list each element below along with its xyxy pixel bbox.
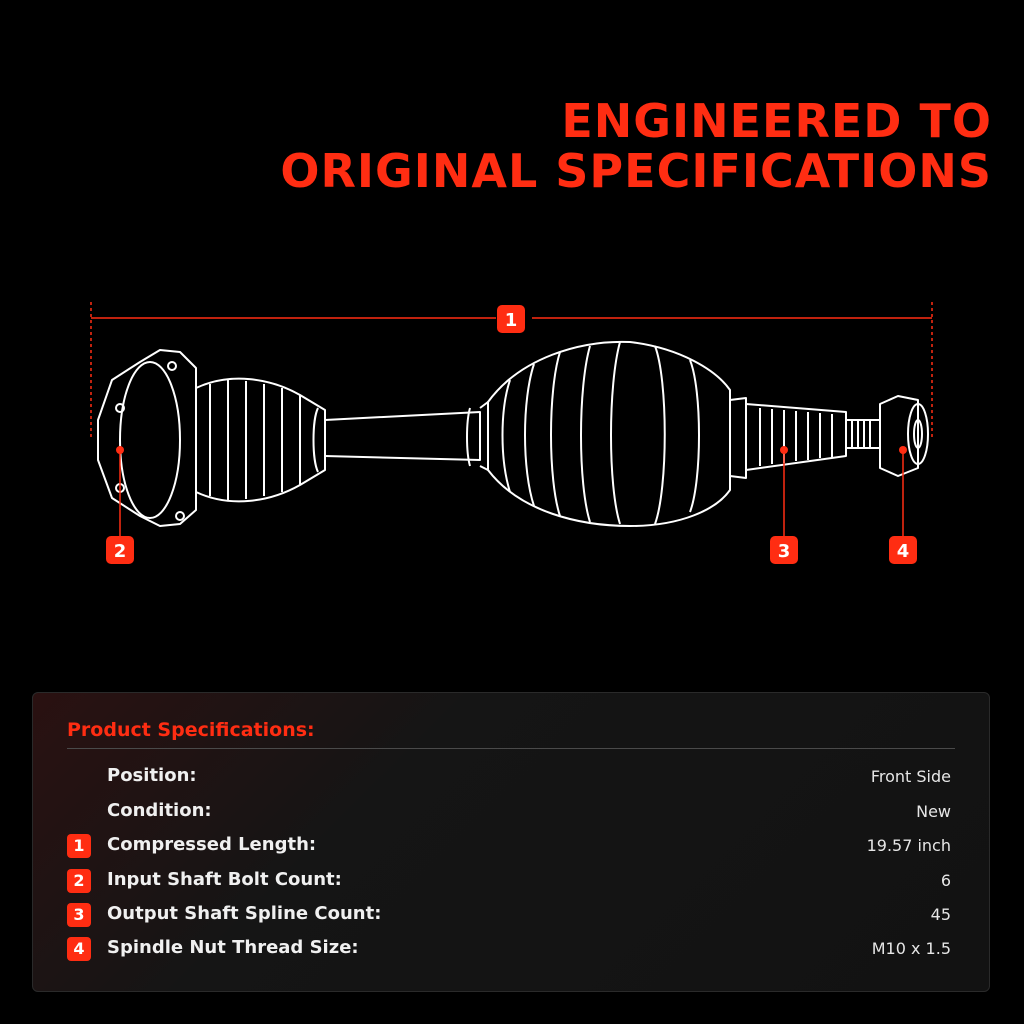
divider [67, 748, 955, 749]
spec-label: Spindle Nut Thread Size: [107, 937, 359, 958]
spec-row-condition: Condition: New [67, 798, 951, 828]
callout-3-text: 3 [778, 541, 791, 562]
spec-row-spindle-nut-thread-size: 4 Spindle Nut Thread Size: M10 x 1.5 [67, 935, 951, 965]
headline-line-1: ENGINEERED TO [561, 94, 992, 148]
spec-value: 19.57 inch [866, 836, 951, 855]
callout-badge-4: 4 [889, 536, 917, 564]
spec-value: M10 x 1.5 [871, 939, 951, 958]
output-stub [729, 397, 747, 479]
spec-label: Condition: [107, 800, 212, 821]
flange-face [119, 361, 181, 519]
callout-badge-1: 1 [497, 305, 525, 333]
spec-badge: 3 [67, 903, 91, 927]
callout-2-text: 2 [114, 541, 127, 562]
callout-1-text: 1 [505, 310, 518, 331]
spec-value: 45 [930, 905, 951, 924]
spec-label: Position: [107, 765, 197, 786]
spec-value: 6 [940, 871, 951, 890]
inner-boot [195, 377, 326, 503]
spline-section [745, 403, 847, 471]
callout-4-text: 4 [897, 541, 910, 562]
specifications-title: Product Specifications: [67, 719, 315, 741]
spec-row-input-shaft-bolt-count: 2 Input Shaft Bolt Count: 6 [67, 867, 951, 897]
spec-badge: 2 [67, 869, 91, 893]
headline: ENGINEERED TO ORIGINAL SPECIFICATIONS [280, 96, 992, 196]
outer-boot [487, 340, 731, 527]
spec-value: New [916, 802, 951, 821]
flange-outline [97, 349, 197, 527]
headline-line-2: ORIGINAL SPECIFICATIONS [280, 144, 992, 198]
spec-badge: 1 [67, 834, 91, 858]
spec-row-position: Position: Front Side [67, 763, 951, 793]
spec-label: Output Shaft Spline Count: [107, 903, 382, 924]
spec-badge: 4 [67, 937, 91, 961]
spec-label: Input Shaft Bolt Count: [107, 869, 342, 890]
spec-row-compressed-length: 1 Compressed Length: 19.57 inch [67, 832, 951, 862]
spec-value: Front Side [870, 767, 951, 786]
cv-axle-diagram: 1 2 3 4 [90, 302, 933, 564]
callout-badge-3: 3 [770, 536, 798, 564]
callout-badge-2: 2 [106, 536, 134, 564]
specifications-panel: Product Specifications: Position: Front … [32, 692, 990, 992]
spindle-nut [879, 395, 919, 477]
spec-row-output-shaft-spline-count: 3 Output Shaft Spline Count: 45 [67, 901, 951, 931]
axle-shaft [324, 411, 481, 461]
spec-label: Compressed Length: [107, 834, 317, 855]
